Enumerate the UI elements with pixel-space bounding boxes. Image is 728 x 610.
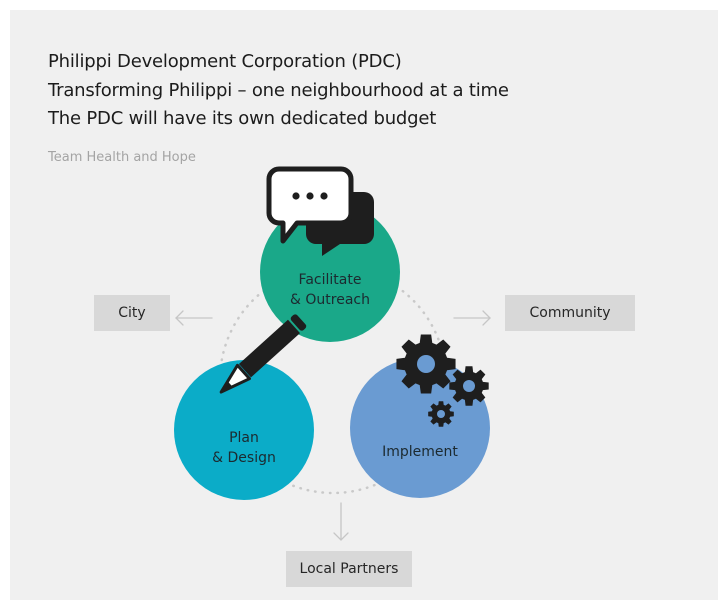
plan-design-circle [174, 360, 314, 500]
speech-bubbles-icon [266, 166, 374, 256]
subtitle-line-1: Transforming Philippi – one neighbourhoo… [48, 80, 509, 101]
pencil-icon [219, 314, 307, 394]
plan-design-label: Plan & Design [212, 428, 276, 468]
credit-label: Team Health and Hope [48, 150, 196, 165]
facilitate-outreach-label: Facilitate & Outreach [290, 270, 370, 310]
plan-label-line-1: Plan [229, 430, 259, 446]
community-box: Community [505, 295, 635, 331]
implement-label: Implement [382, 442, 458, 462]
arrow-to-community [453, 310, 491, 326]
arrow-to-city [175, 310, 213, 326]
subtitle-line-2: The PDC will have its own dedicated budg… [48, 108, 437, 129]
gears-icon [396, 334, 489, 427]
city-box: City [94, 295, 170, 331]
local-partners-box: Local Partners [286, 551, 412, 587]
facilitate-label-line-2: & Outreach [290, 292, 370, 308]
implement-circle [350, 358, 490, 498]
implement-label-line-1: Implement [382, 444, 458, 460]
arrow-to-partners [333, 502, 349, 541]
page-title: Philippi Development Corporation (PDC) [48, 51, 402, 72]
facilitate-label-line-1: Facilitate [298, 272, 362, 288]
plan-label-line-2: & Design [212, 450, 276, 466]
